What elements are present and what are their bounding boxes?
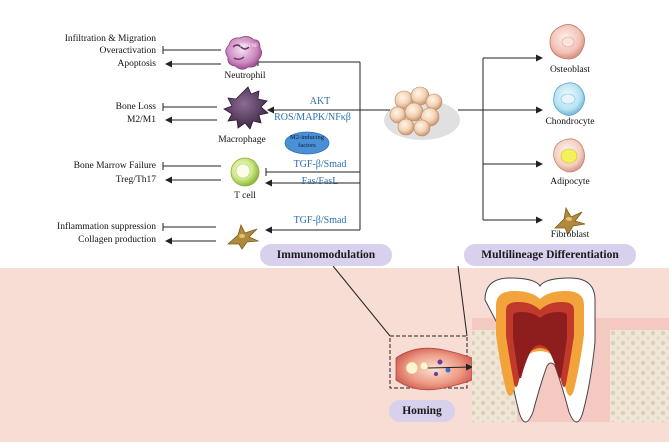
osteoblast-label: Osteoblast: [549, 65, 591, 75]
neutrophil-label: Neutrophil: [224, 71, 266, 81]
fibroblast-effect-1: Inflammation suppression: [57, 222, 156, 232]
tcell-label: T cell: [234, 191, 256, 201]
macrophage-effect-connectors: [162, 103, 217, 124]
msc-cluster: [384, 86, 460, 140]
differentiation-connectors: [458, 54, 543, 224]
neutrophil-cell: [225, 36, 262, 70]
immunomodulation-pill: Immunomodulation: [260, 244, 392, 266]
neutrophil-effect-3: Apoptosis: [117, 59, 156, 69]
tcell-effect-2: Treg/Th17: [115, 175, 156, 185]
tcell-signal-2: Fas/FasL: [301, 176, 339, 187]
neutrophil-effect-2: Overactivation: [99, 46, 156, 56]
fibroblast-effect-2: Collagen production: [78, 235, 156, 245]
m2-factors-label: M2-inducing factors: [290, 134, 324, 149]
macrophage-signal-1: AKT: [309, 96, 331, 107]
m2-factors-bubble: [284, 131, 330, 155]
homing-pill: Homing: [389, 400, 455, 422]
fibroblast-right-cell: [554, 206, 586, 235]
fibroblast-right-label: Fibroblast: [550, 230, 590, 240]
chondrocyte-cell: [553, 82, 585, 116]
macrophage-label: Macrophage: [218, 135, 266, 145]
tooth: [472, 277, 669, 423]
blood-vessel: [395, 347, 473, 391]
immunomodulation-connectors: [257, 58, 390, 234]
fibroblast-effect-connectors: [162, 223, 216, 245]
fibroblast-signal-1: TGF-β/Smad: [293, 215, 347, 226]
fibroblast-left-cell: [226, 223, 260, 250]
macrophage-signal-2: ROS/MAPK/NFκβ: [274, 112, 351, 123]
tcell-effect-connectors: [162, 162, 221, 184]
neutrophil-inner-text: NPO NF: [240, 44, 258, 49]
macrophage-effect-2: M2/M1: [126, 115, 156, 125]
osteoblast-cell: [549, 24, 585, 60]
tcell-effect-1: Bone Marrow Failure: [73, 161, 156, 171]
neutrophil-effect-1: Infiltration & Migration: [64, 34, 156, 44]
tcell-signal-1: TGF-β/Smad: [293, 159, 347, 170]
macrophage-effect-1: Bone Loss: [115, 102, 156, 112]
adipocyte-cell: [553, 138, 585, 173]
homing-connectors: [332, 265, 468, 337]
tcell-cell: [230, 157, 260, 187]
macrophage-cell: [223, 86, 269, 130]
neutrophil-effect-connectors: [162, 46, 221, 68]
differentiation-pill: Multilineage Differentiation: [464, 244, 636, 266]
chondrocyte-label: Chondrocyte: [545, 117, 595, 127]
adipocyte-label: Adipocyte: [550, 177, 590, 187]
